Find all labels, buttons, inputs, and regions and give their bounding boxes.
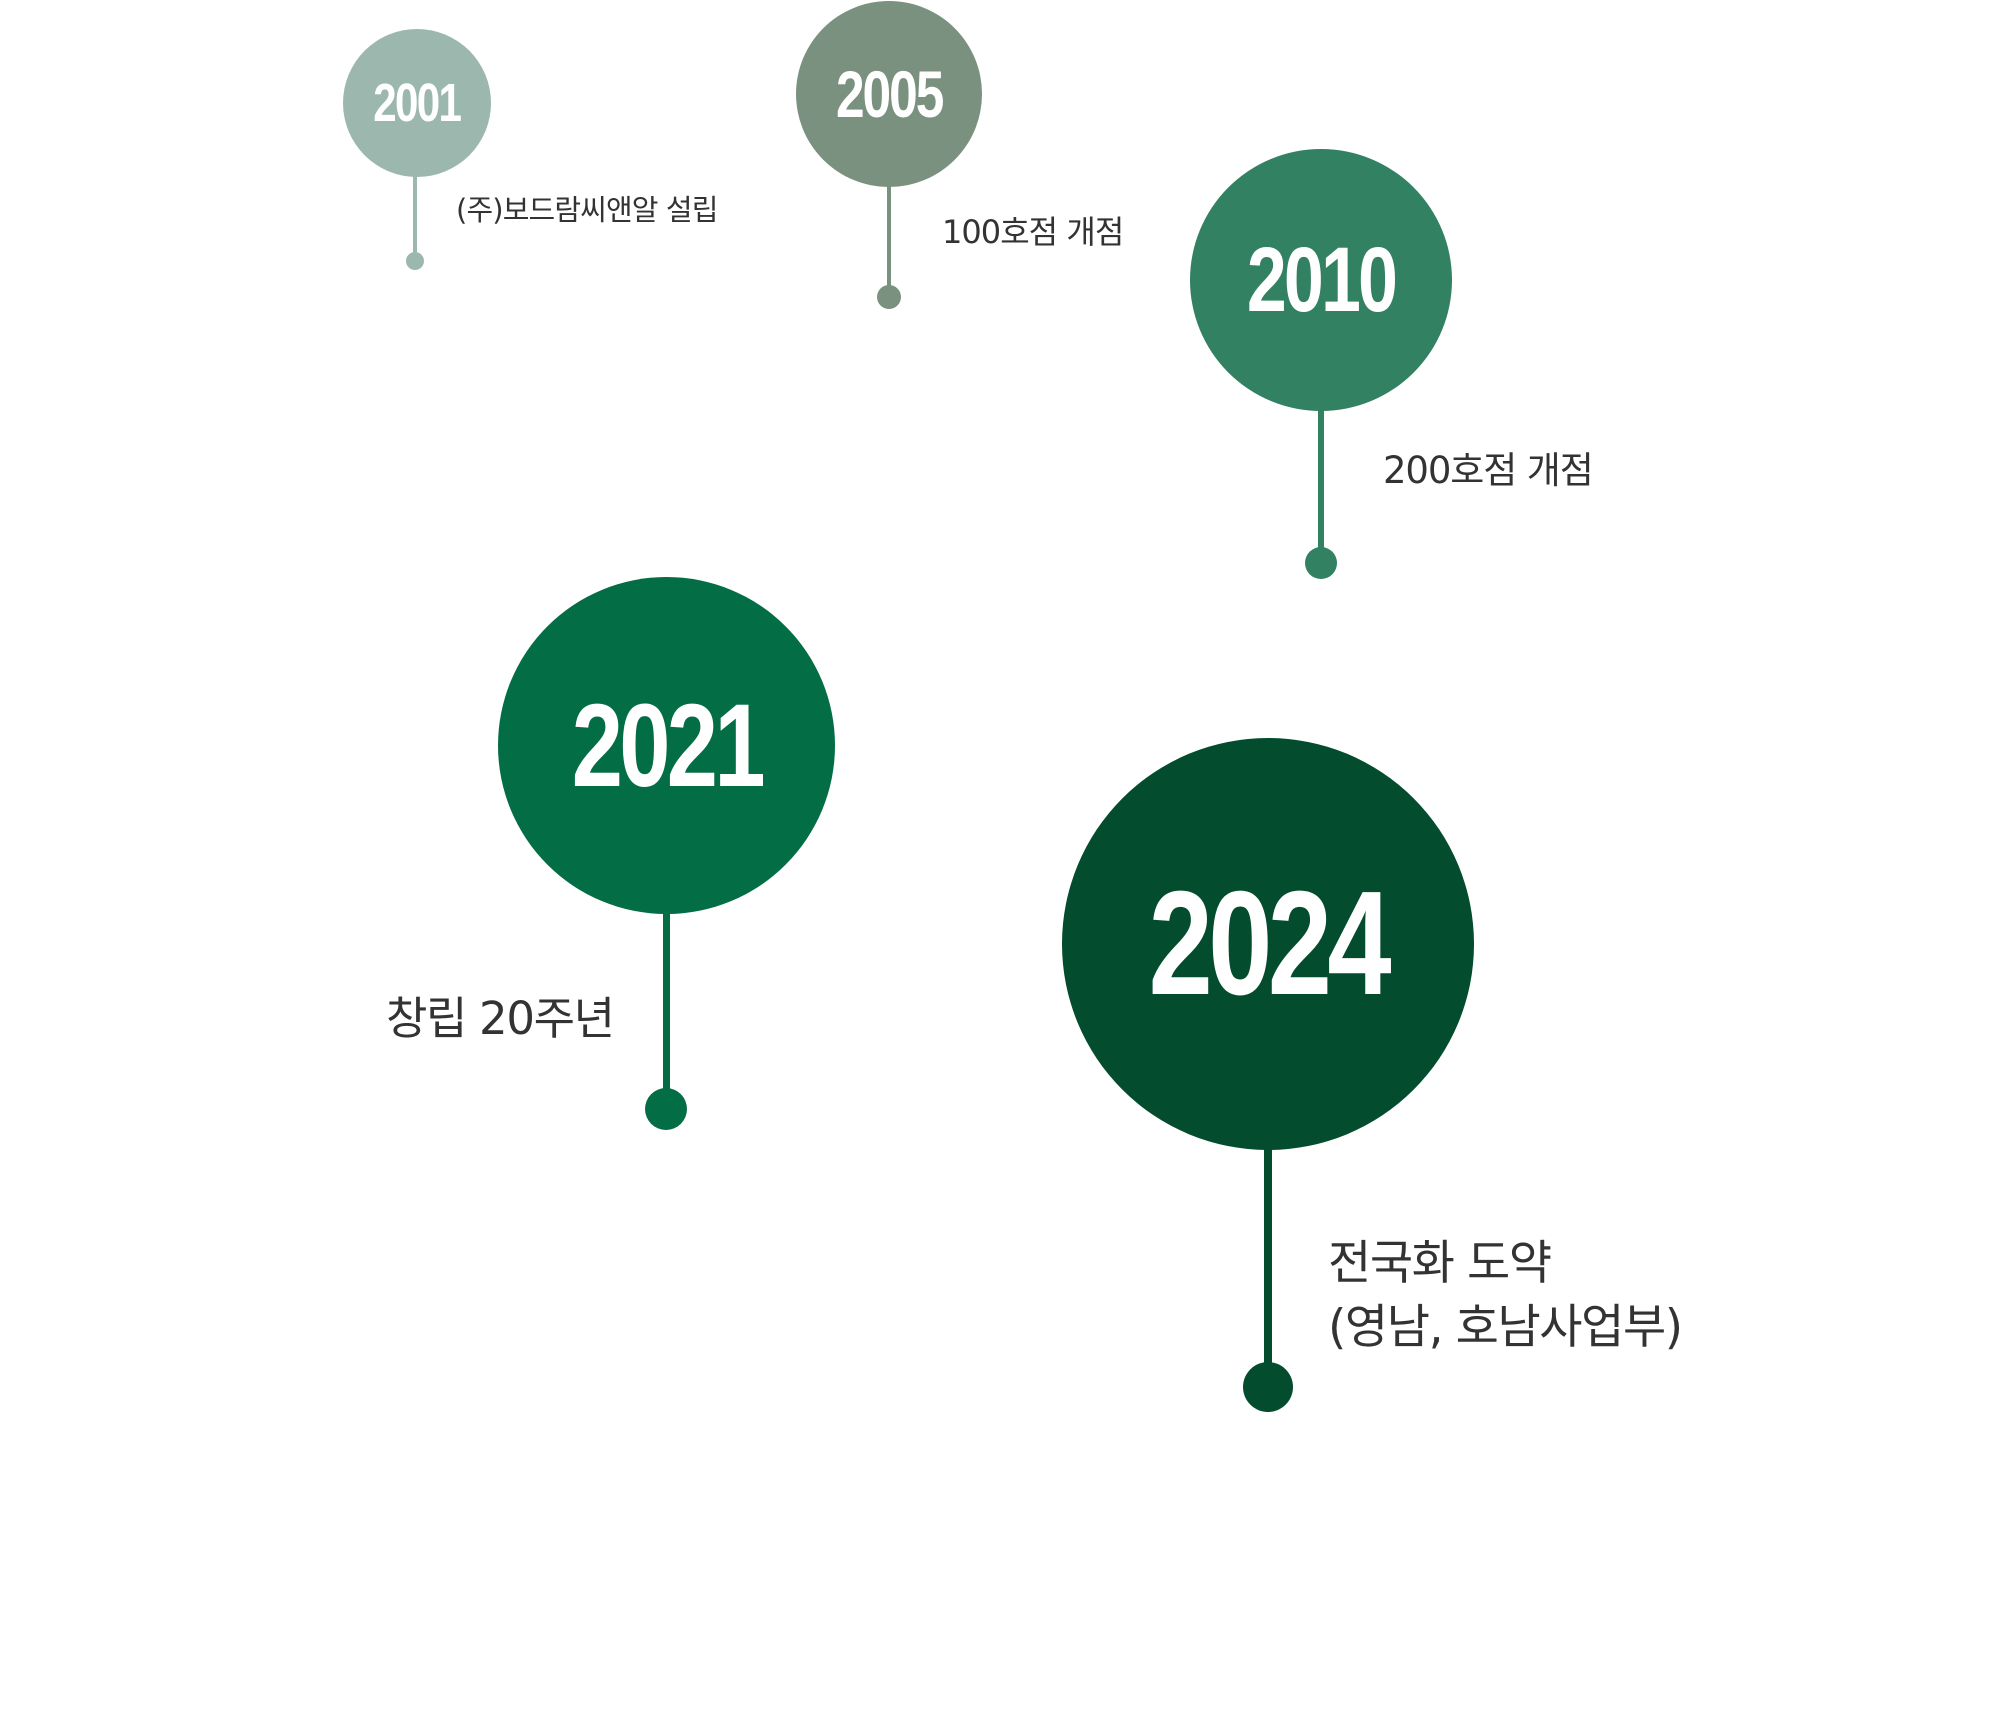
label-line-1: 전국화 도약 [1328, 1236, 1552, 1291]
end-dot [877, 285, 901, 309]
milestone-label: 100호점 개점 [942, 207, 1124, 253]
label-line: 100호점 개점 [942, 213, 1124, 251]
stem-line [1264, 1146, 1272, 1374]
stem-line [887, 185, 891, 295]
label-line-2: (영남, 호남사업부) [1328, 1300, 1683, 1355]
milestone-label: 창립 20주년 [386, 982, 615, 1047]
year-badge-2010: 2010 [1190, 149, 1452, 411]
year-text: 2005 [835, 57, 944, 131]
stem-line [1318, 409, 1324, 564]
year-text: 2010 [1246, 229, 1398, 331]
label-line: (주)보드람씨앤알 설립 [456, 193, 718, 227]
year-badge-2001: 2001 [343, 29, 491, 177]
year-badge-2024: 2024 [1062, 738, 1474, 1150]
label-line: 창립 20주년 [386, 992, 615, 1045]
stem-line [663, 910, 670, 1095]
end-dot [645, 1088, 687, 1130]
year-text: 2001 [373, 73, 463, 133]
year-text: 2024 [1148, 861, 1392, 1026]
end-dot [1305, 547, 1337, 579]
stem-line [413, 175, 417, 260]
label-line: 200호점 개점 [1383, 449, 1594, 492]
end-dot [1243, 1362, 1293, 1412]
milestone-label: 200호점 개점 [1383, 440, 1594, 494]
end-dot [406, 252, 424, 270]
milestone-label: 전국화 도약 (영남, 호남사업부) [1328, 1232, 1683, 1360]
milestone-label: (주)보드람씨앤알 설립 [456, 187, 718, 229]
year-badge-2005: 2005 [796, 1, 982, 187]
year-badge-2021: 2021 [498, 577, 835, 914]
year-text: 2021 [571, 679, 765, 812]
